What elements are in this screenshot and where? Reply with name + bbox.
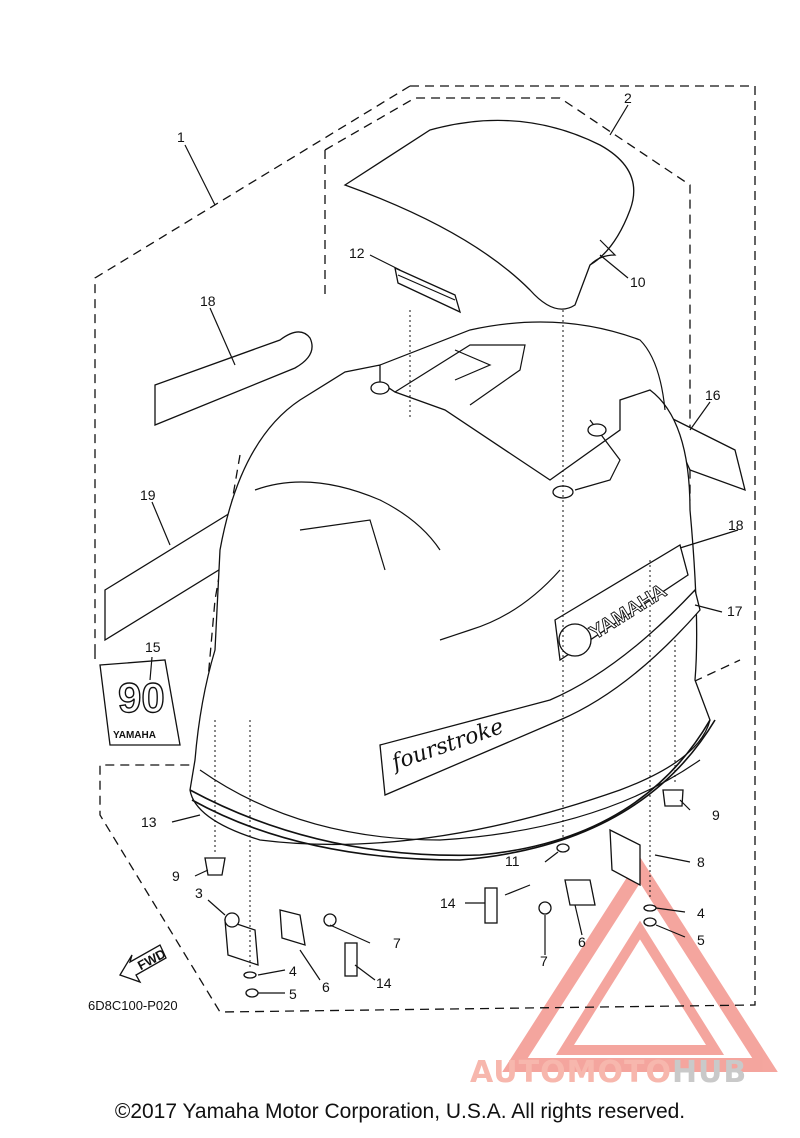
callout-9a: 9 <box>172 868 180 884</box>
diagram-code: 6D8C100-P020 <box>88 998 178 1013</box>
decal-hp-text: 90 <box>118 674 165 721</box>
callout-12: 12 <box>349 245 365 261</box>
callout-9b: 9 <box>712 807 720 823</box>
assembly-boundary-outer <box>94 85 756 1013</box>
watermark-text-part2: HUB <box>671 1055 748 1090</box>
callout-18b: 18 <box>728 517 744 533</box>
callout-17: 17 <box>727 603 743 619</box>
copyright-notice: ©2017 Yamaha Motor Corporation, U.S.A. A… <box>114 1100 686 1123</box>
callout-1: 1 <box>177 129 185 145</box>
callout-6a: 6 <box>322 979 330 995</box>
part-dampers <box>344 887 498 977</box>
watermark-text-part1: AUTOMOTO <box>470 1055 672 1090</box>
callout-10: 10 <box>630 274 646 290</box>
callout-6b: 6 <box>578 934 586 950</box>
decal-hp-brand-text: YAMAHA <box>113 730 156 741</box>
callout-4a: 4 <box>289 963 297 979</box>
callout-14a: 14 <box>440 895 456 911</box>
part-bolts <box>323 901 552 927</box>
callout-11: 11 <box>505 853 520 869</box>
assembly-guide-lines <box>214 310 676 970</box>
watermark-text: AUTOMOTOHUB <box>470 1055 747 1090</box>
callout-2: 2 <box>624 90 632 106</box>
callout-18a: 18 <box>200 293 216 309</box>
callout-5a: 5 <box>289 986 297 1002</box>
callout-7a: 7 <box>393 935 401 951</box>
callout-5b: 5 <box>697 932 705 948</box>
part-decal-strip-top <box>154 331 313 426</box>
watermark-logo-triangle <box>502 857 778 1072</box>
part-bottom-seal <box>191 719 716 861</box>
leader-lines <box>149 104 739 994</box>
part-top-cap <box>343 119 635 310</box>
callout-14b: 14 <box>376 975 392 991</box>
part-top-cowling <box>189 321 711 857</box>
part-decal-side-left <box>104 508 236 642</box>
callout-labels: 1 2 3 4 4 5 5 6 6 7 7 8 9 9 10 11 12 13 … <box>140 90 744 1002</box>
callout-16: 16 <box>705 387 721 403</box>
callout-7b: 7 <box>540 953 548 969</box>
part-washers-nuts <box>243 904 657 998</box>
yamaha-emblem-icon <box>558 623 592 657</box>
callout-4b: 4 <box>697 905 705 921</box>
callout-15: 15 <box>145 639 161 655</box>
fwd-label: FWD <box>135 946 168 973</box>
callout-8: 8 <box>697 854 705 870</box>
callout-3: 3 <box>195 885 203 901</box>
part-decal-hp-badge: 90 YAMAHA <box>99 659 181 746</box>
part-seal-strip <box>394 266 462 314</box>
fwd-arrow-icon: FWD <box>119 944 168 984</box>
part-grommets <box>204 789 684 876</box>
callout-13: 13 <box>141 814 157 830</box>
callout-19: 19 <box>140 487 156 503</box>
